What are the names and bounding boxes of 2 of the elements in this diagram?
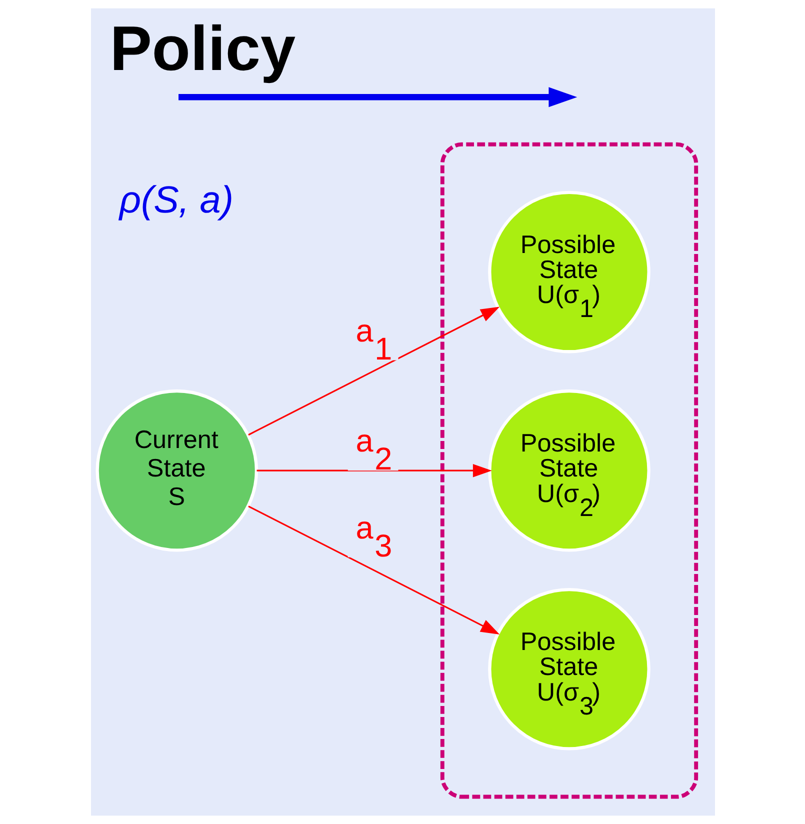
diagram-title: Policy [109,14,296,84]
label: ρ(S, a) [118,179,233,222]
